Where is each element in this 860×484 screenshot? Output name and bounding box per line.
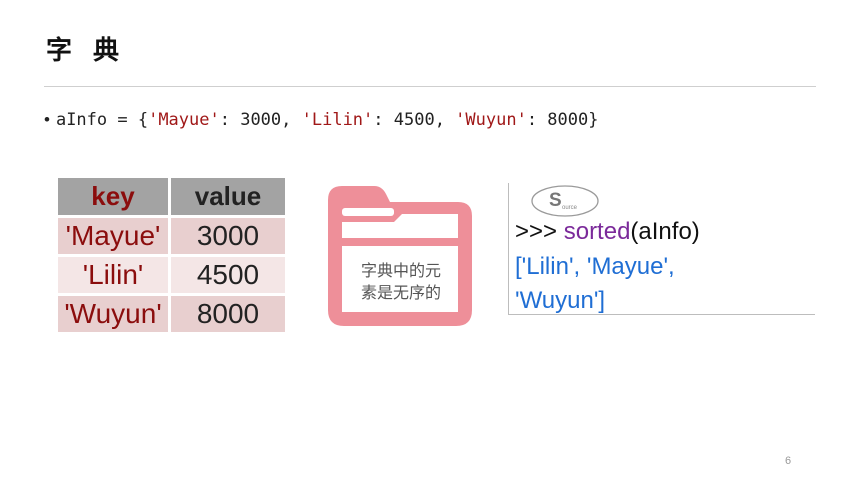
cell-value: 8000 xyxy=(169,294,288,335)
cell-key: 'Wuyun' xyxy=(58,294,171,335)
code-key-mayue: 'Mayue' xyxy=(148,110,220,130)
code-key-wuyun: 'Wuyun' xyxy=(455,110,527,130)
folder-label-line2: 素是无序的 xyxy=(360,283,441,302)
cell-key: 'Lilin' xyxy=(58,255,171,296)
table-header-row: key value xyxy=(58,178,288,218)
table-row: 'Mayue' 3000 xyxy=(58,216,288,257)
source-bubble-icon xyxy=(531,185,599,217)
table-row: 'Lilin' 4500 xyxy=(58,255,288,296)
bullet-code-line: •aInfo = {'Mayue': 3000, 'Lilin': 4500, … xyxy=(44,110,598,130)
header-key: key xyxy=(58,178,171,218)
code-args: (aInfo) xyxy=(630,218,700,245)
prompt: >>> xyxy=(515,218,564,245)
source-bubble-letter: S xyxy=(549,190,562,211)
code-val-wuyun: : 8000} xyxy=(526,110,599,130)
title-divider xyxy=(44,86,816,87)
source-panel xyxy=(508,183,815,315)
header-value: value xyxy=(169,178,288,218)
table-row: 'Wuyun' 8000 xyxy=(58,294,288,335)
cell-value: 3000 xyxy=(169,216,288,257)
folder-icon xyxy=(328,186,472,326)
code-input-line: >>> sorted(aInfo) xyxy=(515,218,700,246)
code-key-lilin: 'Lilin' xyxy=(301,110,374,130)
slide-title: 字 典 xyxy=(46,36,126,66)
code-val-lilin: : 4500, xyxy=(373,110,456,130)
code-val-mayue: : 3000, xyxy=(219,110,302,130)
code-result-line2: 'Wuyun'] xyxy=(515,287,606,314)
cell-value: 4500 xyxy=(169,255,288,296)
key-value-table: key value 'Mayue' 3000 'Lilin' 4500 'Wuy… xyxy=(58,178,288,335)
code-result-line1: ['Lilin', 'Mayue', xyxy=(515,253,675,280)
page-number: 6 xyxy=(785,455,792,467)
bullet-dot: • xyxy=(44,110,50,129)
source-bubble-subtext: ource xyxy=(562,205,578,211)
folder-label: 字典中的元 素是无序的 xyxy=(343,260,459,304)
folder-label-line1: 字典中的元 xyxy=(360,261,441,280)
cell-key: 'Mayue' xyxy=(58,216,171,257)
code-var: aInfo = { xyxy=(55,110,149,130)
code-function: sorted xyxy=(563,218,631,245)
